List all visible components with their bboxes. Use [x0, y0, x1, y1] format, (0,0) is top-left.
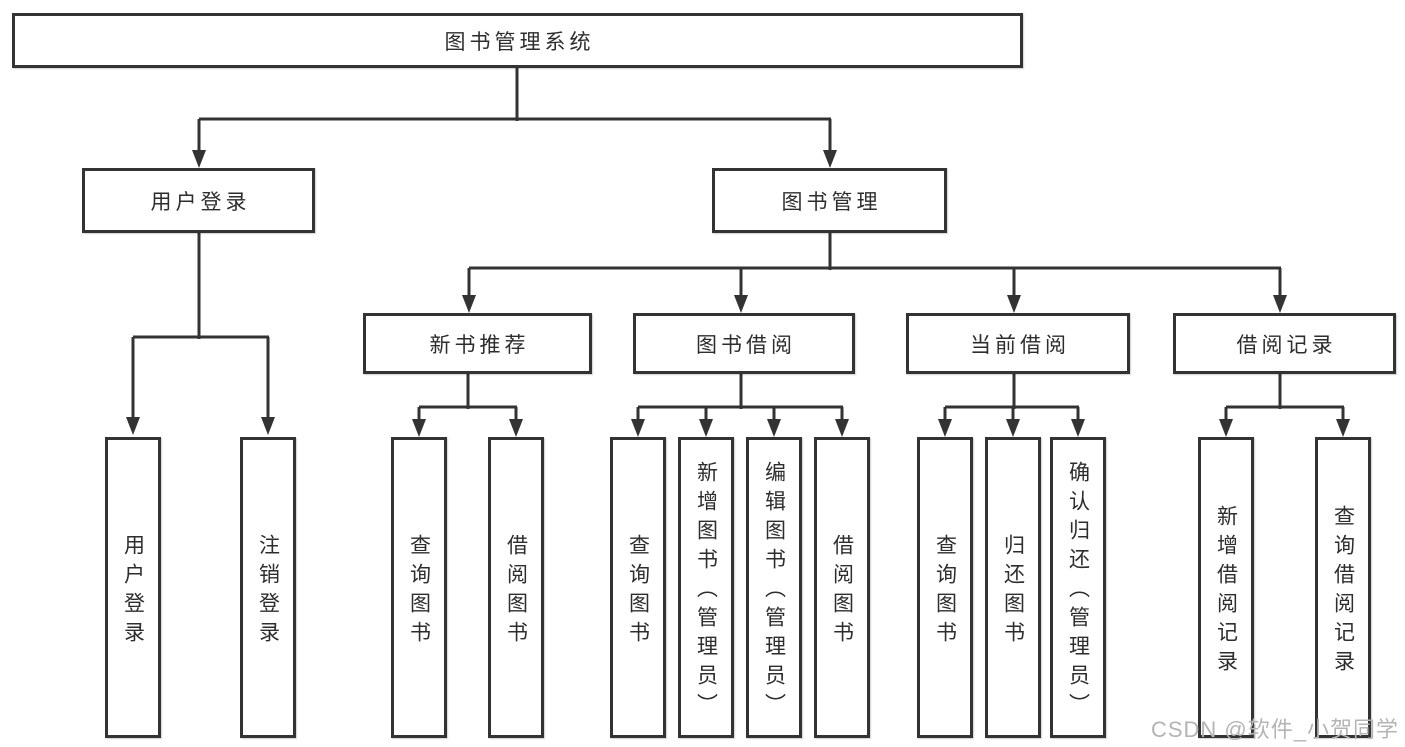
node-label: 查询借阅记录	[1331, 504, 1355, 679]
node-new-book-recommendation: 新书推荐	[363, 313, 592, 374]
node-label: 新增图书（管理员）	[694, 461, 718, 722]
leaf-confirm-return-admin: 确认归还（管理员）	[1050, 437, 1106, 738]
node-label: 用户登录	[150, 190, 251, 214]
node-label: 查询图书	[407, 533, 431, 650]
node-label: 查询图书	[933, 533, 957, 650]
leaf-add-borrow-record: 新增借阅记录	[1198, 437, 1254, 738]
leaf-user-login: 用户登录	[105, 437, 161, 738]
node-borrowing-records: 借阅记录	[1173, 313, 1396, 374]
leaf-edit-book-admin: 编辑图书（管理员）	[746, 437, 802, 738]
node-user-login: 用户登录	[82, 168, 315, 233]
leaf-borrow-books-1: 借阅图书	[488, 437, 544, 738]
node-book-management: 图书管理	[712, 168, 947, 233]
node-label: 图书管理	[781, 190, 882, 214]
node-label: 新书推荐	[429, 333, 530, 357]
leaf-return-book: 归还图书	[985, 437, 1041, 738]
node-label: 确认归还（管理员）	[1066, 461, 1090, 722]
node-label: 借阅图书	[504, 533, 528, 650]
node-label: 借阅图书	[830, 533, 854, 650]
leaf-query-borrow-record: 查询借阅记录	[1315, 437, 1371, 738]
node-label: 借阅记录	[1236, 333, 1337, 357]
node-label: 注销登录	[256, 533, 280, 650]
node-label: 归还图书	[1001, 533, 1025, 650]
node-label: 新增借阅记录	[1214, 504, 1238, 679]
node-label: 编辑图书（管理员）	[762, 461, 786, 722]
leaf-borrow-books-2: 借阅图书	[814, 437, 870, 738]
node-label: 图书借阅	[696, 333, 796, 357]
leaf-add-book-admin: 新增图书（管理员）	[678, 437, 734, 738]
leaf-query-books-2: 查询图书	[610, 437, 666, 738]
node-book-borrowing: 图书借阅	[633, 313, 855, 374]
leaf-query-books-3: 查询图书	[917, 437, 973, 738]
leaf-logout: 注销登录	[240, 437, 296, 738]
node-label: 图书管理系统	[444, 30, 595, 54]
node-label: 查询图书	[626, 533, 650, 650]
node-library-management-system: 图书管理系统	[12, 13, 1023, 68]
node-label: 当前借阅	[970, 333, 1070, 357]
node-label: 用户登录	[121, 533, 145, 650]
leaf-query-books-1: 查询图书	[391, 437, 447, 738]
node-current-borrowing: 当前借阅	[906, 313, 1130, 374]
csdn-watermark: CSDN @软件_小贺同学	[1150, 717, 1399, 742]
